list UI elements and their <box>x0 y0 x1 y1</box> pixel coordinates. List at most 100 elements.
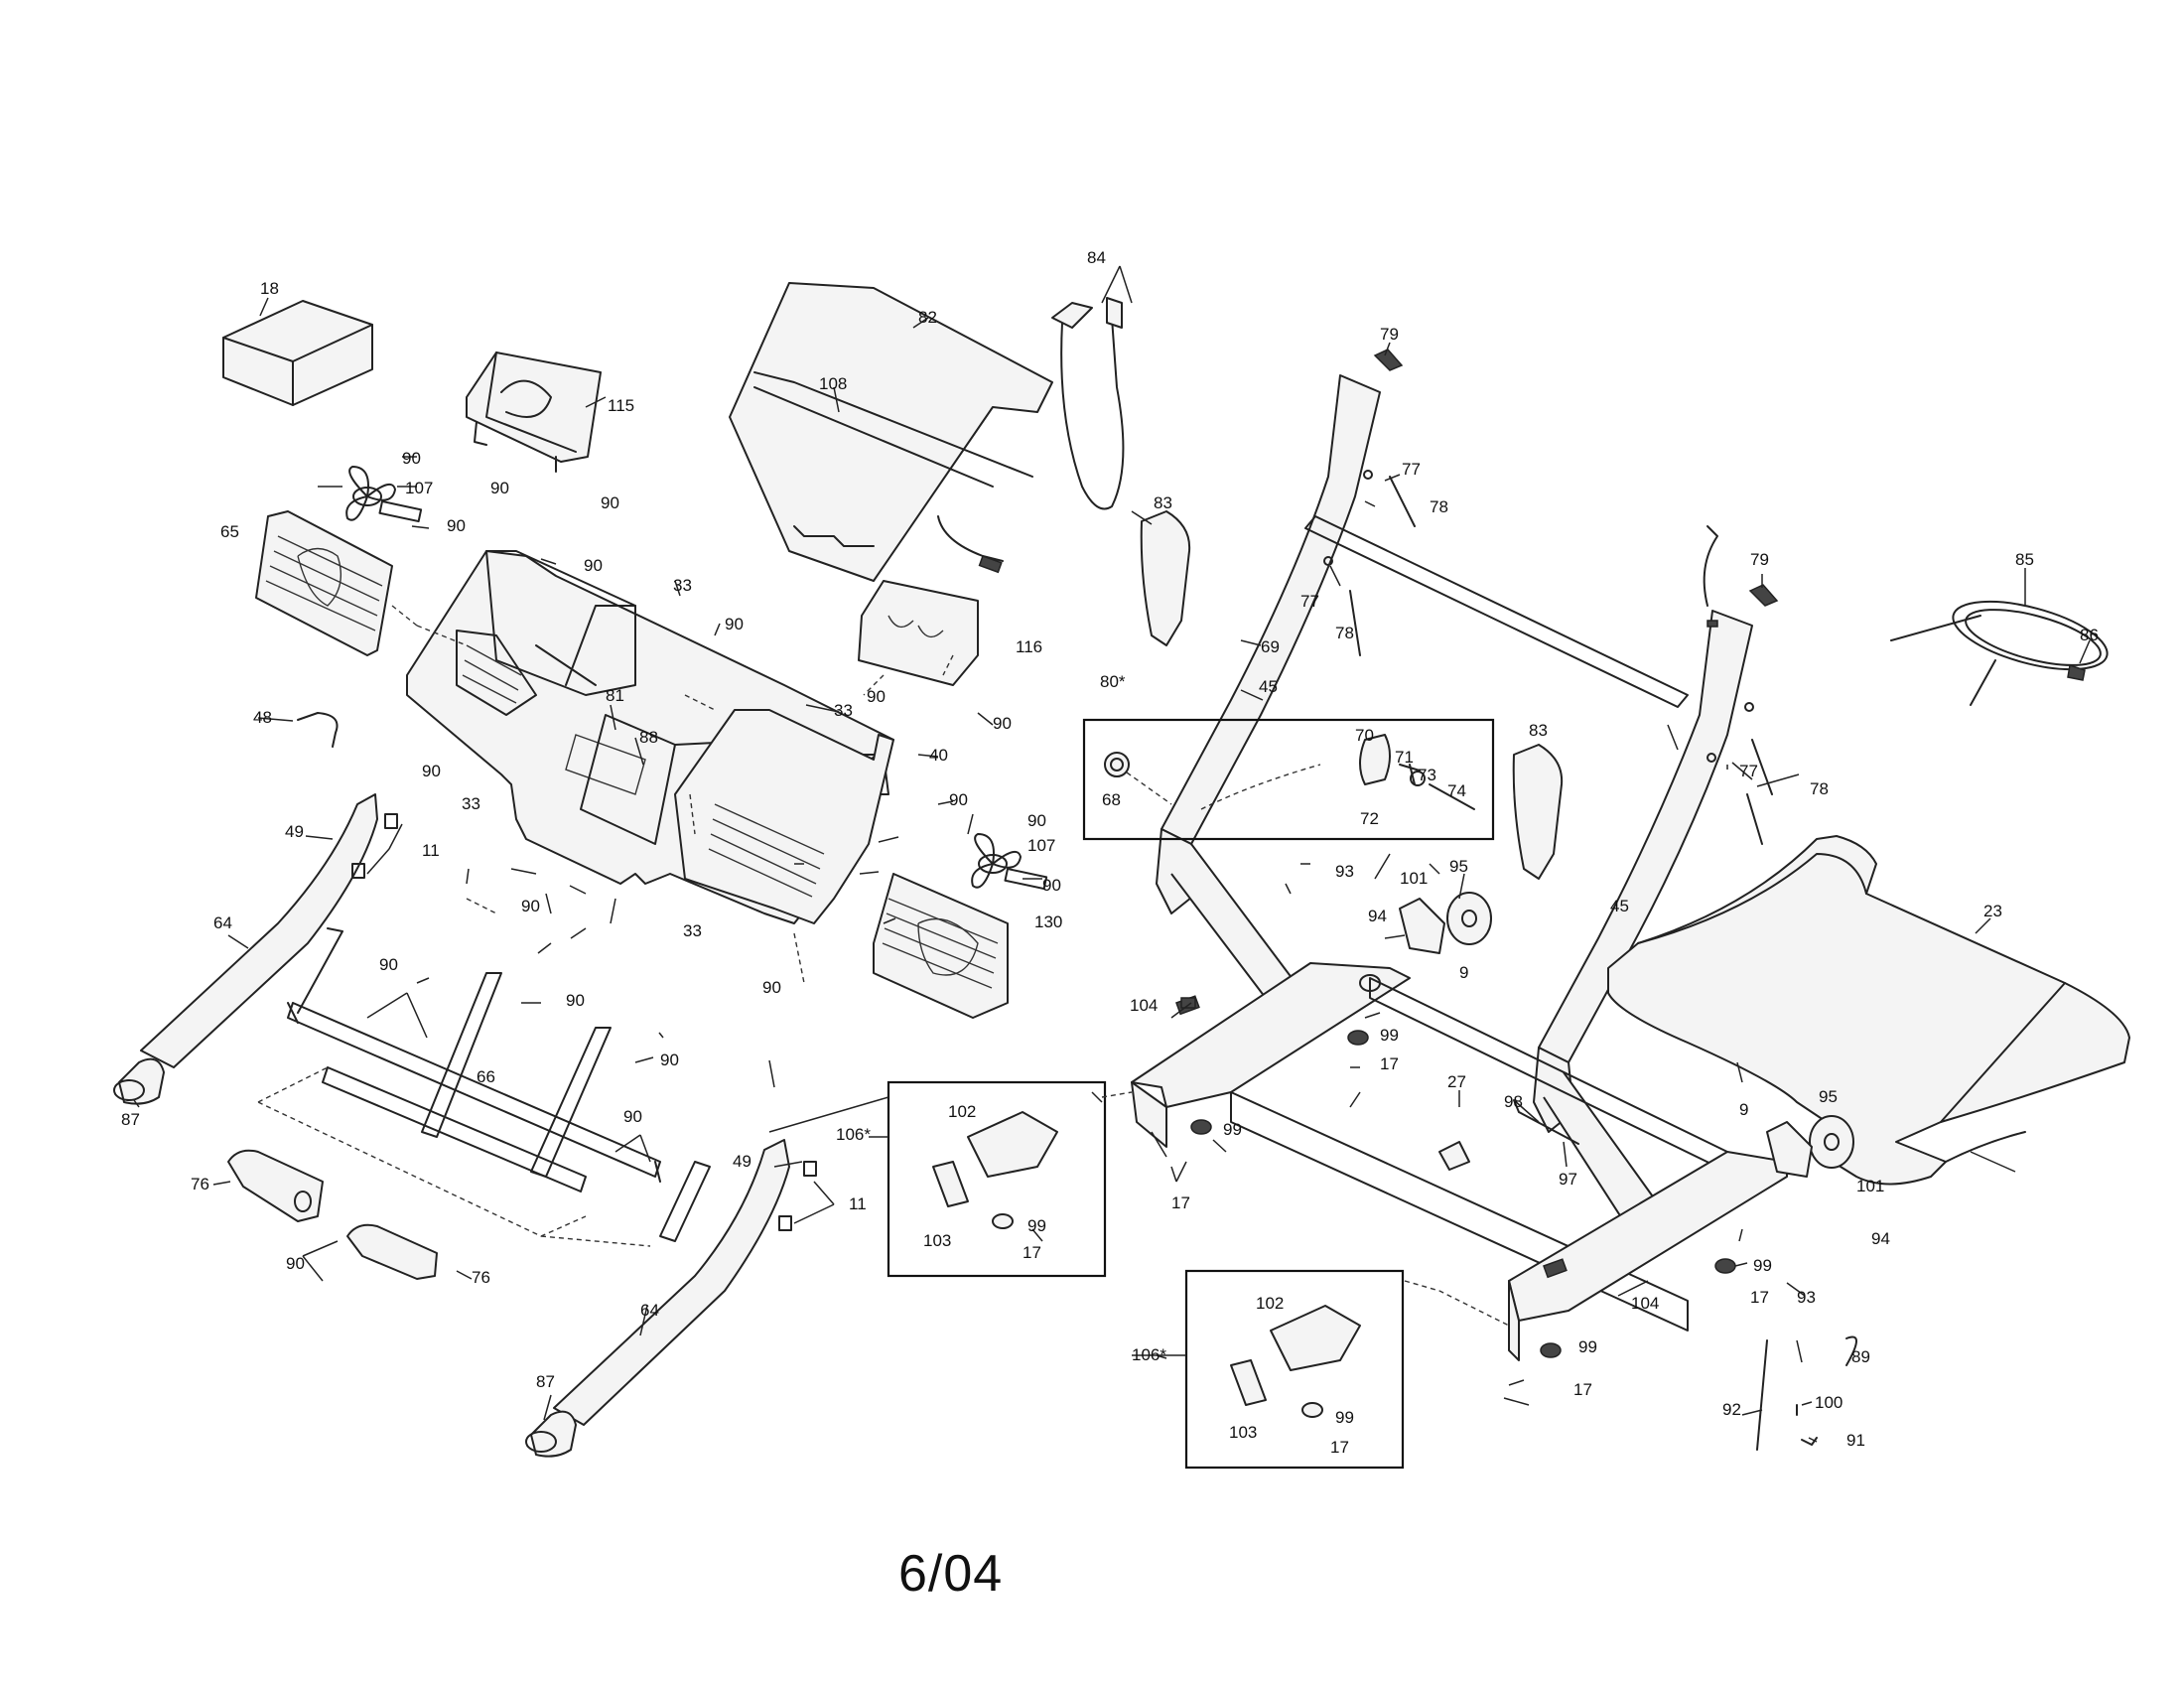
callout-labels: 18 115 82 108 84 79 90 107 90 90 90 65 9… <box>121 248 2099 1457</box>
callout-92: 92 <box>1722 1400 1741 1419</box>
callout-84: 84 <box>1087 248 1106 267</box>
callout-90: 90 <box>993 714 1012 733</box>
callout-99: 99 <box>1335 1408 1354 1427</box>
part-106-kit-box-left <box>887 1080 1107 1278</box>
date-code: 6/04 <box>898 1545 1004 1603</box>
part-78-bolts <box>1323 470 1773 845</box>
callout-79: 79 <box>1750 550 1769 569</box>
callout-90: 90 <box>402 449 421 468</box>
callout-11: 11 <box>422 841 440 860</box>
callout-74: 74 <box>1447 781 1466 800</box>
callout-90: 90 <box>1027 811 1046 830</box>
callout-90: 90 <box>949 790 968 809</box>
callout-101: 101 <box>1400 869 1428 888</box>
leader-lines <box>133 265 2091 1443</box>
callout-48: 48 <box>253 708 272 727</box>
callout-79: 79 <box>1380 325 1399 344</box>
callout-95: 95 <box>1449 857 1468 876</box>
callout-33: 33 <box>462 794 480 813</box>
callout-76: 76 <box>191 1175 209 1193</box>
callout-94: 94 <box>1871 1229 1890 1248</box>
callout-89: 89 <box>1851 1347 1870 1366</box>
callout-97: 97 <box>1559 1170 1577 1189</box>
callout-106: 106* <box>1132 1345 1166 1364</box>
part-86-plug <box>2067 664 2086 681</box>
callout-73: 73 <box>1418 766 1436 784</box>
callout-17: 17 <box>1330 1438 1349 1457</box>
callout-103: 103 <box>1229 1423 1257 1442</box>
part-80-kit-box <box>1082 718 1495 841</box>
callout-83: 83 <box>1154 493 1172 512</box>
callout-64: 64 <box>640 1301 659 1320</box>
part-116-fan-housing <box>858 580 979 686</box>
callout-17: 17 <box>1380 1054 1399 1073</box>
callout-65: 65 <box>220 522 239 541</box>
part-83-cover-right <box>1512 744 1564 880</box>
callout-90: 90 <box>762 978 781 997</box>
callout-90: 90 <box>725 615 744 633</box>
callout-102: 102 <box>1256 1294 1284 1313</box>
callout-69: 69 <box>1261 637 1280 656</box>
callout-104: 104 <box>1130 996 1158 1015</box>
callout-78: 78 <box>1335 624 1354 642</box>
callout-80: 80* <box>1100 672 1126 691</box>
callout-93: 93 <box>1335 862 1354 881</box>
callout-90: 90 <box>379 955 398 974</box>
part-79-cap-left <box>1373 349 1404 371</box>
callout-27: 27 <box>1447 1072 1466 1091</box>
callout-86: 86 <box>2080 626 2099 644</box>
part-76-foot-cap-right <box>346 1223 438 1280</box>
callout-64: 64 <box>213 913 232 932</box>
part-66-base-frame <box>257 927 711 1247</box>
callout-90: 90 <box>623 1107 642 1126</box>
callout-76: 76 <box>472 1268 490 1287</box>
part-85-power-cord <box>1890 600 2109 706</box>
part-79-cap-right <box>1703 525 1779 607</box>
callout-70: 70 <box>1355 726 1374 745</box>
callout-95: 95 <box>1819 1087 1838 1106</box>
callout-99: 99 <box>1380 1026 1399 1045</box>
callout-45: 45 <box>1259 677 1278 696</box>
callout-90: 90 <box>422 762 441 780</box>
callout-17: 17 <box>1573 1380 1592 1399</box>
callout-99: 99 <box>1753 1256 1772 1275</box>
callout-40: 40 <box>929 746 948 765</box>
callout-98: 98 <box>1504 1092 1523 1111</box>
part-23-deck-hood <box>1607 835 2130 1186</box>
callout-90: 90 <box>1042 876 1061 895</box>
callout-81: 81 <box>606 686 624 705</box>
callout-49: 49 <box>733 1152 751 1171</box>
callout-106: 106* <box>836 1125 871 1144</box>
callout-103: 103 <box>923 1231 951 1250</box>
part-101-bracket-right <box>1766 1121 1813 1178</box>
callout-85: 85 <box>2015 550 2034 569</box>
callout-91: 91 <box>1846 1431 1865 1450</box>
callout-9: 9 <box>1459 963 1468 982</box>
part-84-safety-key <box>1051 297 1125 510</box>
part-65-grille <box>255 510 393 656</box>
callout-45: 45 <box>1610 897 1629 915</box>
callout-9: 9 <box>1739 1100 1748 1119</box>
callout-99: 99 <box>1223 1120 1242 1139</box>
callout-71: 71 <box>1395 748 1414 767</box>
callout-11: 11 <box>849 1194 867 1213</box>
callout-100: 100 <box>1815 1393 1843 1412</box>
part-101-bracket-left <box>1399 898 1445 954</box>
callout-116: 116 <box>1016 637 1042 656</box>
callout-87: 87 <box>536 1372 555 1391</box>
callout-107: 107 <box>1027 836 1055 855</box>
part-107-fan-right <box>971 833 1048 891</box>
callout-90: 90 <box>521 897 540 915</box>
callout-101: 101 <box>1856 1177 1884 1195</box>
callout-77: 77 <box>1402 460 1421 479</box>
part-83-cover-left <box>1140 510 1191 646</box>
callout-87: 87 <box>121 1110 140 1129</box>
callout-99: 99 <box>1027 1216 1046 1235</box>
callout-77: 77 <box>1739 762 1758 780</box>
callout-90: 90 <box>660 1051 679 1069</box>
callout-90: 90 <box>286 1254 305 1273</box>
callout-72: 72 <box>1360 809 1379 828</box>
part-82-console-overlay <box>729 282 1053 582</box>
callout-17: 17 <box>1750 1288 1769 1307</box>
